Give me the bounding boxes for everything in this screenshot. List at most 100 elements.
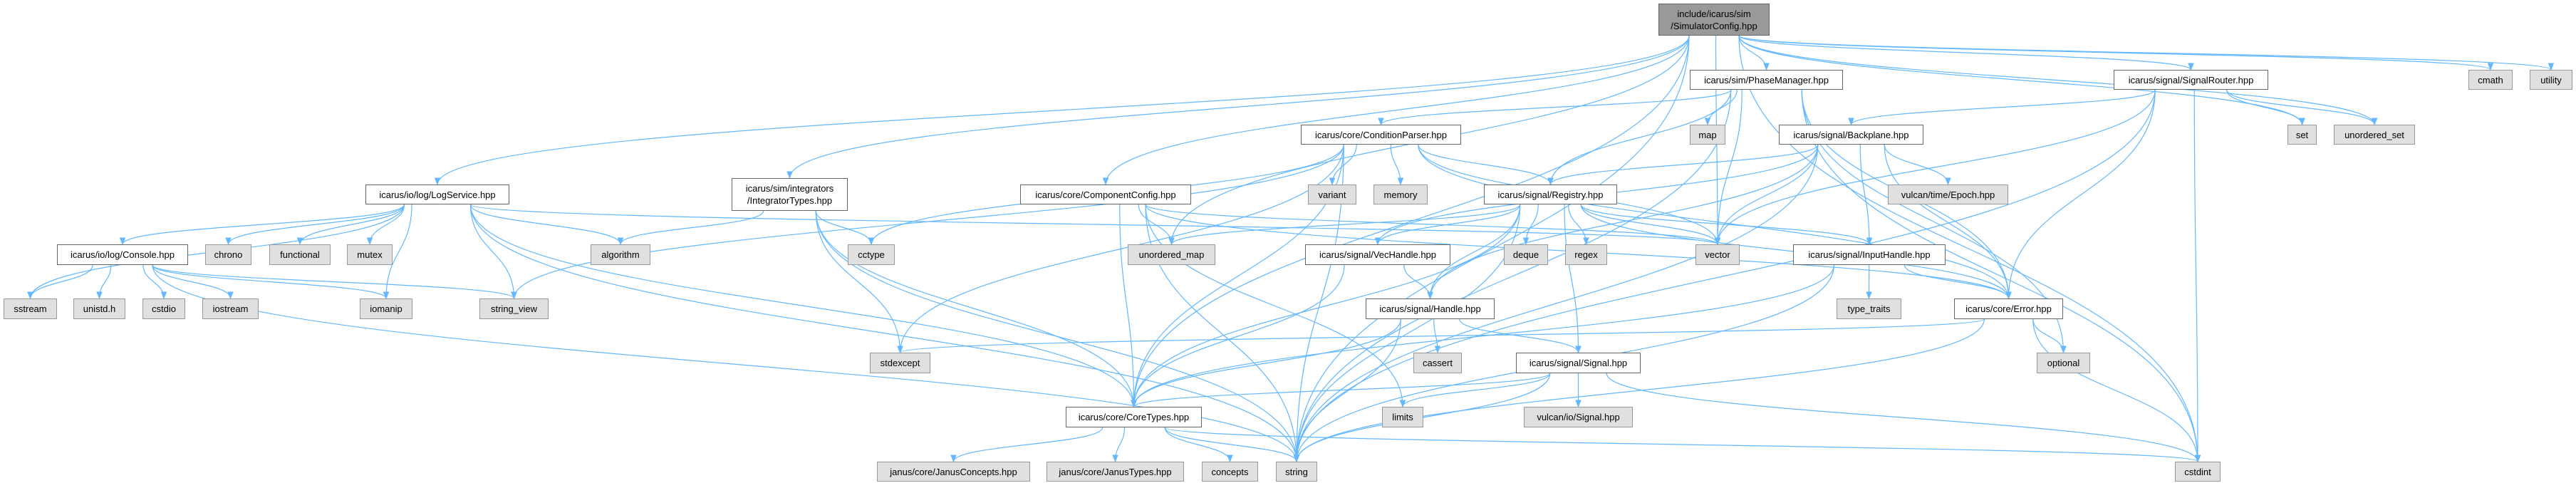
edge-component-config-to-vector (1145, 204, 1721, 246)
edge-backplane-to-registry (1547, 144, 1819, 186)
edge-registry-to-vec-handle (1374, 204, 1521, 246)
node-cstdint: cstdint (2175, 462, 2221, 482)
node-janus-concepts: janus/core/JanusConcepts.hpp (877, 462, 1030, 482)
node-epoch: vulcan/time/Epoch.hpp (1888, 185, 2008, 204)
node-unordered-set: unordered_set (2334, 125, 2415, 145)
edge-simulator-config-to-phase-manager (1738, 35, 1770, 71)
edge-backplane-to-epoch (1884, 144, 1951, 186)
edge-input-handle-to-core-types (1131, 264, 1835, 408)
edge-simulator-config-to-component-config (1102, 35, 1690, 186)
node-limits: limits (1382, 407, 1423, 427)
node-simulator-config[interactable]: include/icarus/sim /SimulatorConfig.hpp (1658, 4, 1770, 36)
edge-phase-manager-to-cstdint (1801, 89, 2201, 463)
edge-vec-handle-to-core-types (1131, 264, 1345, 408)
node-vector: vector (1695, 244, 1740, 265)
node-error[interactable]: icarus/core/Error.hpp (1954, 298, 2063, 319)
node-input-handle[interactable]: icarus/signal/InputHandle.hpp (1793, 244, 1946, 265)
node-unistd: unistd.h (73, 298, 125, 319)
node-algorithm: algorithm (591, 244, 650, 265)
node-signal[interactable]: icarus/signal/Signal.hpp (1516, 353, 1641, 373)
node-core-types[interactable]: icarus/core/CoreTypes.hpp (1066, 407, 1202, 427)
edge-simulator-config-to-string (1293, 35, 1690, 463)
node-signal-router[interactable]: icarus/signal/SignalRouter.hpp (2114, 70, 2268, 90)
node-string-view: string_view (479, 298, 549, 319)
edge-core-types-to-janus-types (1112, 427, 1126, 463)
edge-input-handle-to-error (1904, 264, 2012, 300)
edge-signal-router-to-string (1293, 89, 2156, 463)
edge-vec-handle-to-handle (1403, 264, 1433, 300)
node-registry[interactable]: icarus/signal/Registry.hpp (1484, 185, 1617, 204)
edge-console-to-sstream (27, 264, 93, 300)
edge-error-to-optional (2032, 318, 2067, 354)
node-integrator-types[interactable]: icarus/sim/integrators /IntegratorTypes.… (732, 178, 848, 211)
edge-core-types-to-concepts (1164, 427, 1233, 463)
edge-registry-to-handle (1427, 204, 1521, 300)
edge-console-to-unistd (96, 264, 112, 300)
edge-console-to-string-view (152, 264, 517, 300)
node-memory: memory (1373, 185, 1428, 204)
edge-core-types-to-string (1164, 427, 1300, 463)
edge-backplane-to-handle (1427, 144, 1819, 300)
edge-simulator-config-to-integrator-types (786, 35, 1690, 180)
node-backplane[interactable]: icarus/signal/Backplane.hpp (1779, 125, 1923, 145)
node-map: map (1690, 125, 1725, 145)
edge-simulator-config-to-core-types (1131, 35, 1690, 408)
edge-component-config-to-core-types (1119, 204, 1137, 408)
node-log-service[interactable]: icarus/io/log/LogService.hpp (365, 185, 509, 204)
node-phase-manager[interactable]: icarus/sim/PhaseManager.hpp (1690, 70, 1843, 90)
edge-signal-to-core-types (1131, 373, 1551, 408)
edge-log-service-to-chrono (225, 204, 405, 246)
edge-log-service-to-string-view (469, 204, 517, 300)
edge-signal-router-to-cstdint (2193, 89, 2201, 463)
edge-integrator-types-to-cctype (815, 210, 875, 246)
edge-log-service-to-mutex (366, 204, 405, 246)
node-deque: deque (1504, 244, 1548, 265)
edge-phase-manager-to-string (1293, 89, 1732, 463)
node-iomanip: iomanip (360, 298, 412, 319)
edge-signal-router-to-error (2005, 89, 2156, 300)
edge-integrator-types-to-algorithm (617, 210, 764, 246)
node-mutex: mutex (347, 244, 393, 265)
edge-simulator-config-to-unordered-set (1738, 35, 2378, 126)
node-condition-parser[interactable]: icarus/core/ConditionParser.hpp (1301, 125, 1461, 145)
edge-signal-to-limits (1399, 373, 1551, 408)
node-cctype: cctype (848, 244, 895, 265)
edge-phase-manager-to-map (1704, 89, 1738, 126)
node-optional: optional (2037, 353, 2090, 373)
edge-signal-router-to-backplane (1848, 89, 2156, 126)
node-iostream: iostream (202, 298, 259, 319)
node-stdexcept: stdexcept (870, 353, 930, 373)
edge-log-service-to-algorithm (469, 204, 624, 246)
node-vulcan-signal: vulcan/io/Signal.hpp (1524, 407, 1633, 427)
edge-error-to-cstdint (2032, 318, 2201, 463)
node-set: set (2287, 125, 2317, 145)
node-vec-handle[interactable]: icarus/signal/VecHandle.hpp (1305, 244, 1450, 265)
edge-signal-router-to-vector (1714, 89, 2156, 246)
edge-backplane-to-string (1293, 144, 1819, 463)
edge-handle-to-string (1293, 318, 1401, 463)
node-concepts: concepts (1202, 462, 1258, 482)
node-regex: regex (1565, 244, 1607, 265)
edge-backplane-to-input-handle (1859, 144, 1873, 246)
node-string: string (1276, 462, 1317, 482)
node-cmath: cmath (2468, 70, 2513, 90)
edge-condition-parser-to-registry (1418, 144, 1554, 186)
edge-condition-parser-to-error (1418, 144, 2012, 300)
edge-log-service-to-console (119, 204, 405, 246)
node-variant: variant (1308, 185, 1356, 204)
edge-integrator-types-to-core-types (815, 210, 1137, 408)
edge-registry-to-input-handle (1580, 204, 1873, 246)
node-console[interactable]: icarus/io/log/Console.hpp (57, 244, 188, 265)
edge-condition-parser-to-memory (1390, 144, 1404, 186)
node-cassert: cassert (1413, 353, 1462, 373)
node-handle[interactable]: icarus/signal/Handle.hpp (1366, 298, 1495, 319)
node-cstdio: cstdio (142, 298, 185, 319)
node-component-config[interactable]: icarus/core/ComponentConfig.hpp (1020, 185, 1191, 204)
edge-registry-to-signal (1564, 204, 1582, 354)
edge-backplane-to-vector (1714, 144, 1819, 246)
edge-signal-router-to-set (2226, 89, 2305, 126)
node-janus-types: janus/core/JanusTypes.hpp (1046, 462, 1184, 482)
edge-registry-to-deque (1522, 204, 1539, 246)
edge-console-to-cstdio (142, 264, 167, 300)
